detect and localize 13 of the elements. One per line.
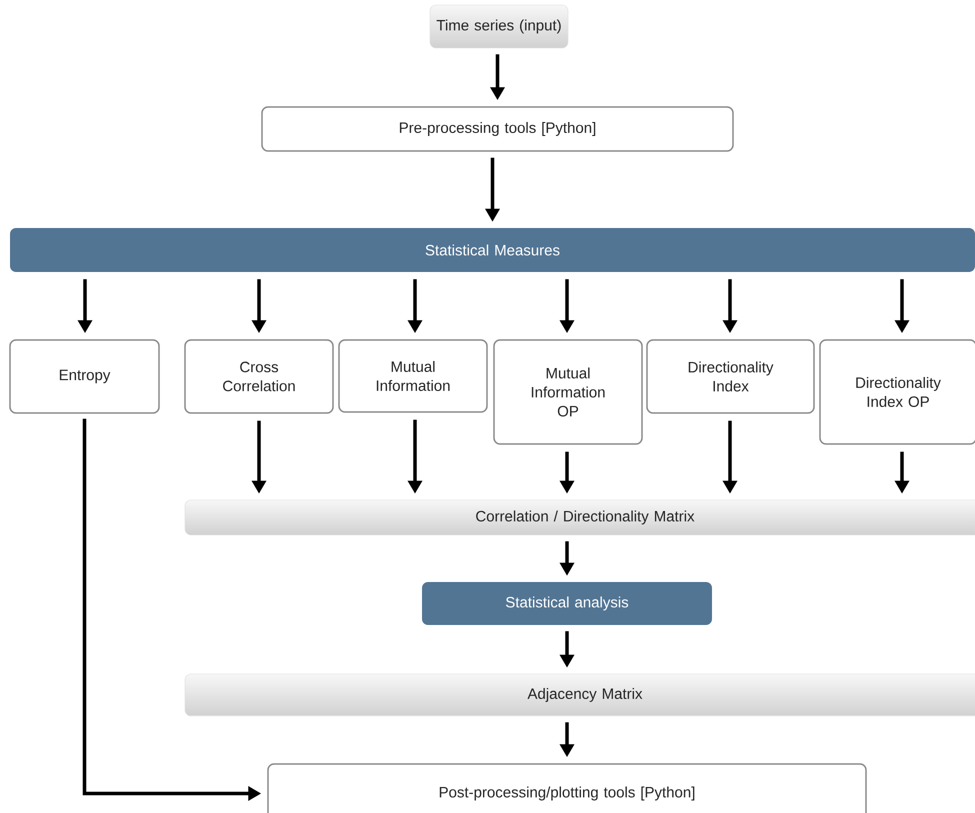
process-box: Cross Correlation [184, 339, 334, 414]
process-box: Entropy [9, 339, 160, 414]
header-band: Statistical Measures [10, 228, 975, 272]
process-box: Mutual Information [338, 339, 488, 413]
process-box: Statistical analysis [422, 582, 712, 625]
process-box: Directionality Index [646, 339, 815, 414]
process-box: Mutual Information OP [493, 339, 643, 445]
process-box: Post-processing/plotting tools [Python] [267, 763, 867, 813]
process-box: Pre-processing tools [Python] [261, 106, 734, 152]
matrix-band: Adjacency Matrix [184, 674, 975, 716]
process-box: Directionality Index OP [819, 339, 975, 445]
process-box: Time series (input) [430, 4, 568, 48]
matrix-band: Correlation / Directionality Matrix [184, 500, 975, 536]
